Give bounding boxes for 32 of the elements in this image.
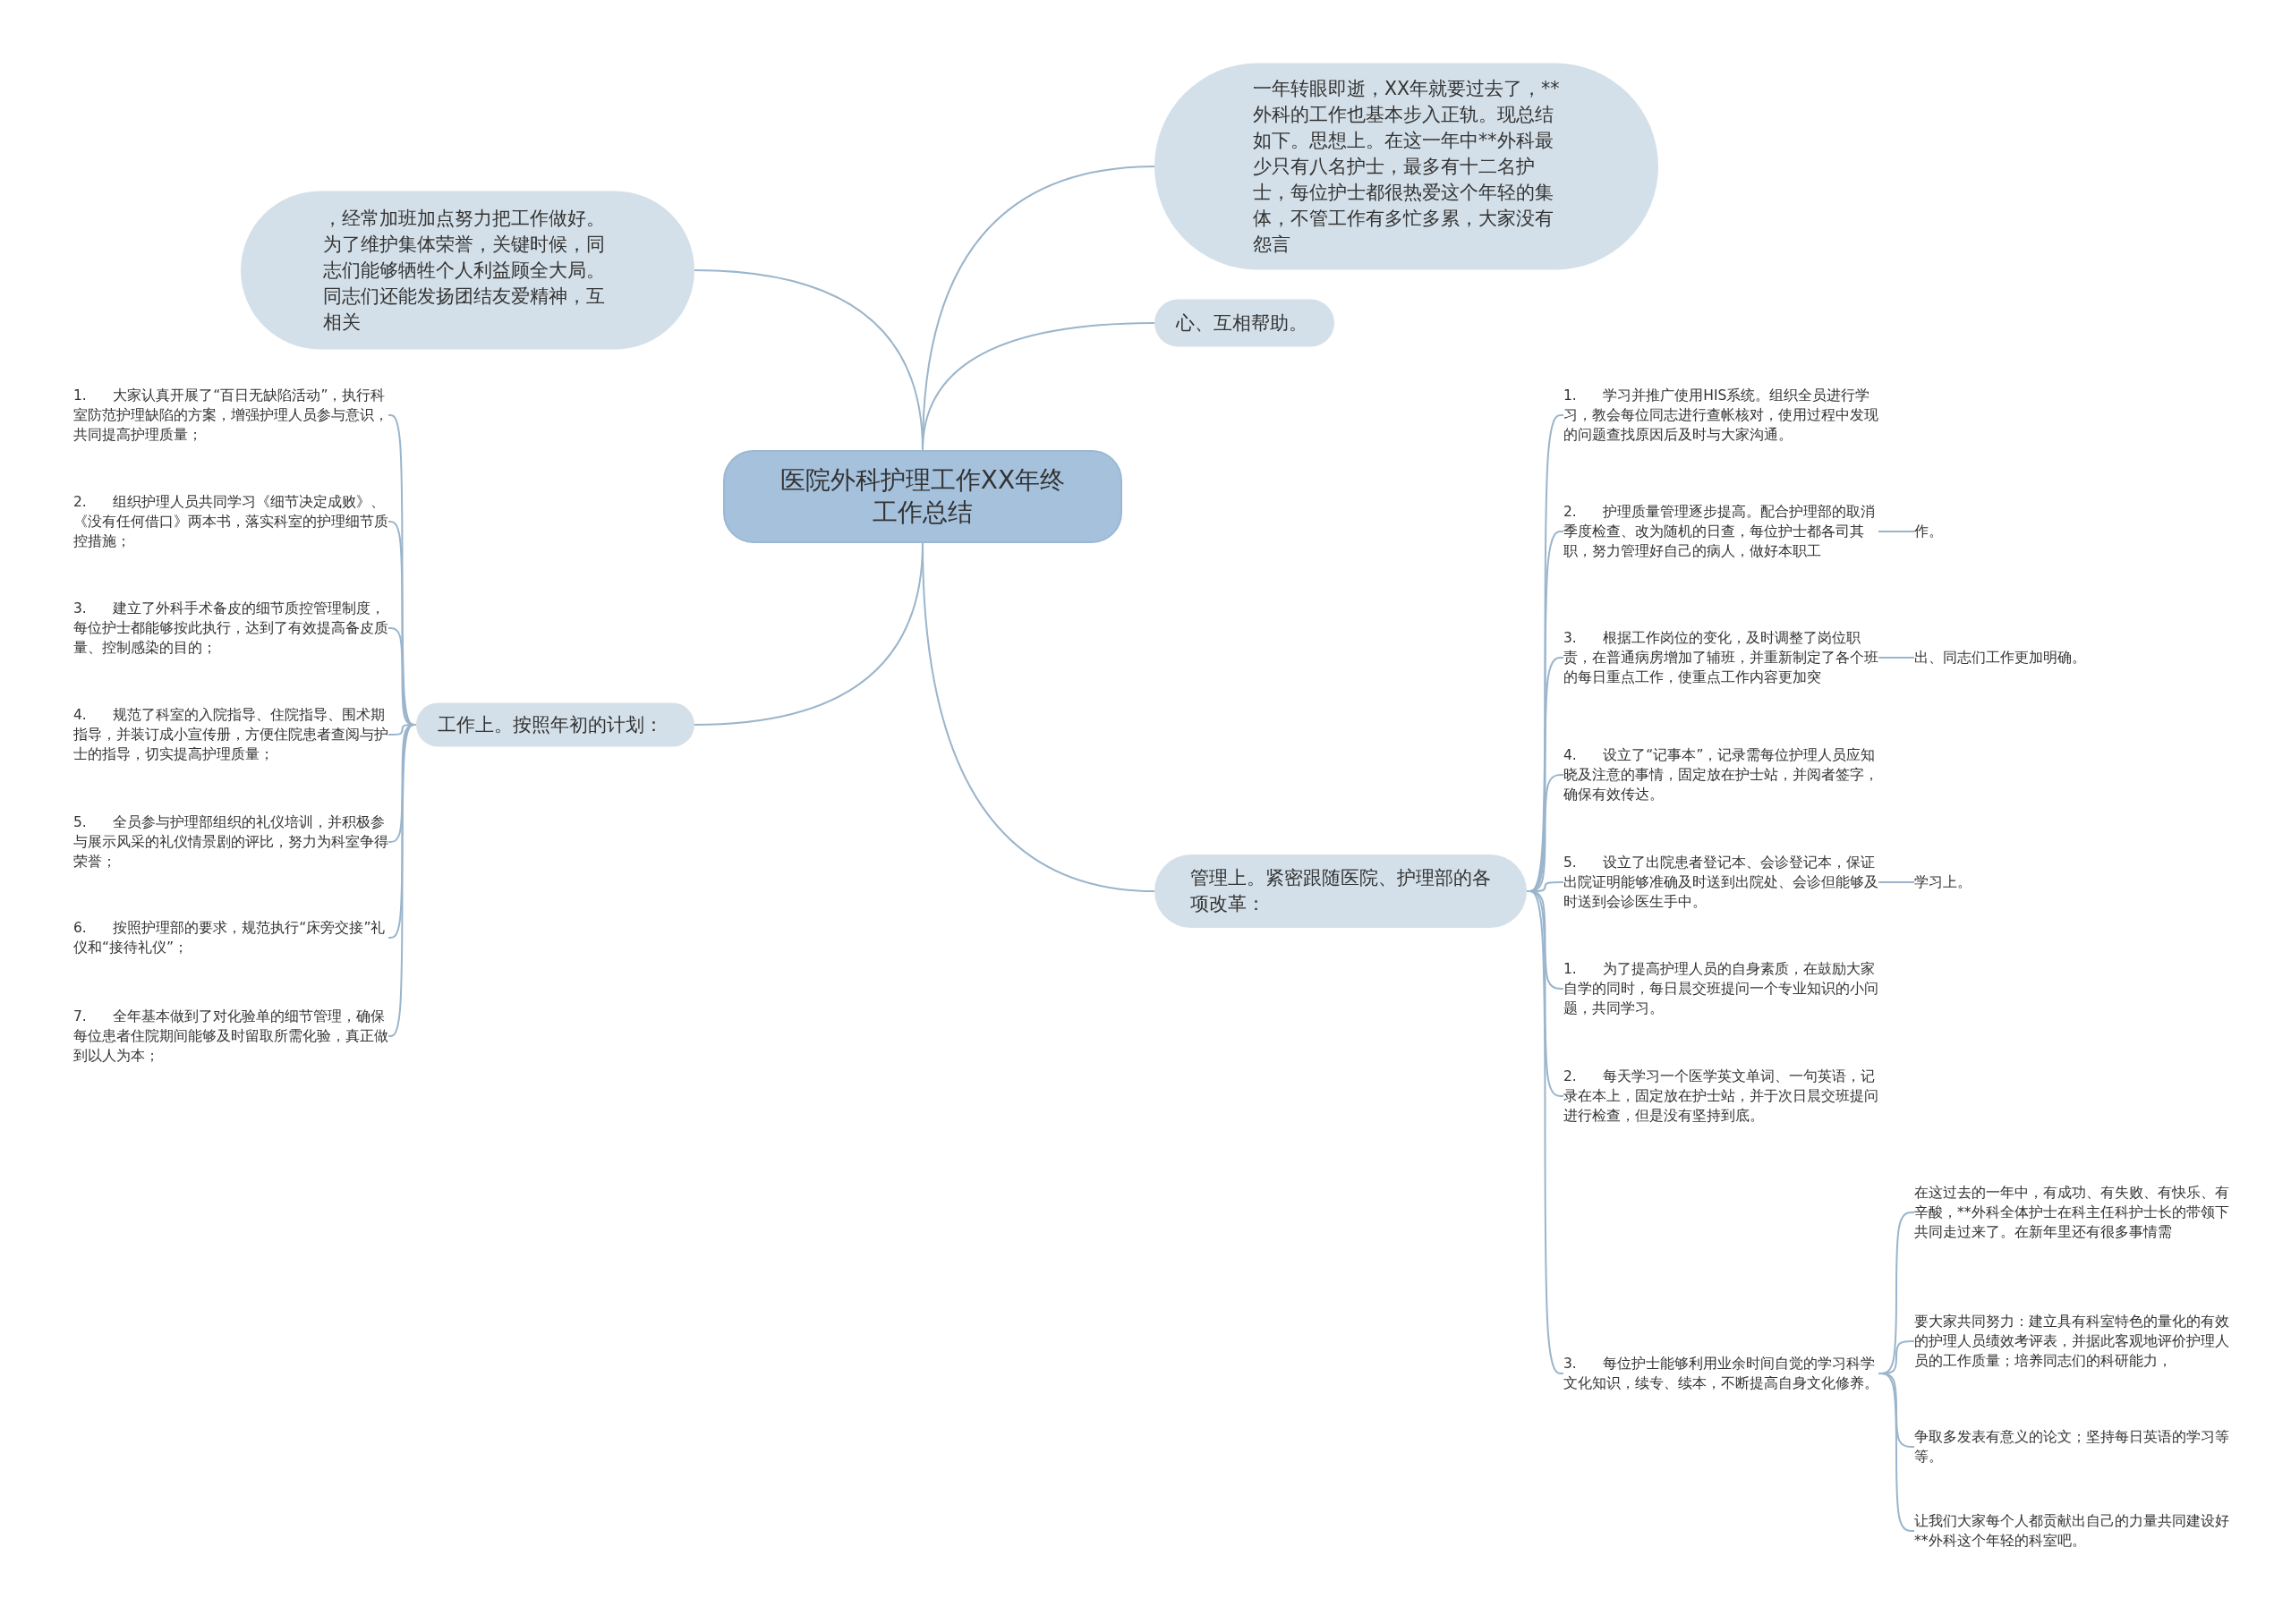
topic-bubble: ，经常加班加点努力把工作做好。为了维护集体荣誉，关键时候，同志们能够牺牲个人利益顾全大局。同志们还能发扬团结友爱精神，互相关: [241, 191, 694, 350]
topic-text: 6. 按照护理部的要求，规范执行“床旁交接”礼仪和“接待礼仪”；: [73, 918, 388, 957]
connector-line: [1878, 531, 1915, 532]
central-topic: 医院外科护理工作XX年终工作总结: [723, 450, 1122, 543]
connector-line: [1878, 1373, 1915, 1532]
topic-text: 出、同志们工作更加明确。: [1914, 648, 2219, 667]
topic-bubble: 工作上。按照年初的计划：: [416, 702, 694, 747]
connector-line: [1878, 657, 1915, 659]
topic-text: 3. 建立了外科手术备皮的细节质控管理制度，每位护士都能够按此执行，达到了有效提高备皮质量、控制感染的目的；: [73, 599, 388, 658]
topic-bubble: 心、互相帮助。: [1154, 299, 1334, 347]
topic-text: 7. 全年基本做到了对化验单的细节管理，确保每位患者住院期间能够及时留取所需化验，真正做到以人为本；: [73, 1007, 388, 1066]
topic-text: 争取多发表有意义的论文；坚持每日英语的学习等等。: [1914, 1427, 2229, 1467]
topic-text: 2. 护理质量管理逐步提高。配合护理部的取消季度检查、改为随机的日查，每位护士都各司其职，努力管理好自己的病人，做好本职工: [1563, 502, 1878, 561]
topic-text: 4. 规范了科室的入院指导、住院指导、围术期指导，并装订成小宣传册，方便住院患者查阅与护士的指导，切实提高护理质量；: [73, 705, 388, 764]
topic-text: 4. 设立了“记事本”，记录需每位护理人员应知晓及注意的事情，固定放在护士站，并阅者签字，确保有效传达。: [1563, 745, 1878, 804]
topic-text: 在这过去的一年中，有成功、有失败、有快乐、有辛酸，**外科全体护士在科主任科护士长的带领下共同走过来了。在新年里还有很多事情需: [1914, 1183, 2229, 1242]
topic-text: 5. 全员参与护理部组织的礼仪培训，并积极参与展示风采的礼仪情景剧的评比，努力为科室争得荣誉；: [73, 812, 388, 872]
topic-text: 作。: [1914, 522, 2183, 541]
topic-text: 3. 根据工作岗位的变化，及时调整了岗位职责，在普通病房增加了辅班，并重新制定了各个班的每日重点工作，使重点工作内容更加突: [1563, 628, 1878, 687]
topic-text: 让我们大家每个人都贡献出自己的力量共同建设好**外科这个年轻的科室吧。: [1914, 1511, 2229, 1551]
connector-line: [1878, 881, 1915, 883]
topic-bubble: 一年转眼即逝，XX年就要过去了，**外科的工作也基本步入正轨。现总结如下。思想上。在这一年中**外科最少只有八名护士，最多有十二名护士，每位护士都很热爱这个年轻的集体，不管工作有多忙多累，大家没有怨言: [1154, 63, 1658, 270]
topic-text: 2. 每天学习一个医学英文单词、一句英语，记录在本上，固定放在护士站，并于次日晨交班提问进行检查，但是没有坚持到底。: [1563, 1067, 1878, 1126]
topic-bubble: 管理上。紧密跟随医院、护理部的各项改革：: [1154, 855, 1527, 928]
topic-text: 1. 学习并推广使用HIS系统。组织全员进行学习，教会每位同志进行查帐核对，使用过程中发现的问题查找原因后及时与大家沟通。: [1563, 386, 1878, 445]
topic-text: 要大家共同努力：建立具有科室特色的量化的有效的护理人员绩效考评表，并据此客观地评价护理人员的工作质量；培养同志们的科研能力，: [1914, 1312, 2229, 1371]
topic-text: 2. 组织护理人员共同学习《细节决定成败》、《没有任何借口》两本书，落实科室的护理细节质控措施；: [73, 492, 388, 551]
topic-text: 3. 每位护士能够利用业余时间自觉的学习科学文化知识，续专、续本，不断提高自身文化修养。: [1563, 1354, 1878, 1393]
topic-text: 1. 为了提高护理人员的自身素质，在鼓励大家自学的同时，每日晨交班提问一个专业知识的小问题，共同学习。: [1563, 959, 1878, 1018]
topic-text: 1. 大家认真开展了“百日无缺陷活动”，执行科室防范护理缺陷的方案，增强护理人员参与意识，共同提高护理质量；: [73, 386, 388, 445]
topic-text: 学习上。: [1914, 872, 2183, 892]
topic-text: 5. 设立了出院患者登记本、会诊登记本，保证出院证明能够准确及时送到出院处、会诊但能够及时送到会诊医生手中。: [1563, 853, 1878, 912]
